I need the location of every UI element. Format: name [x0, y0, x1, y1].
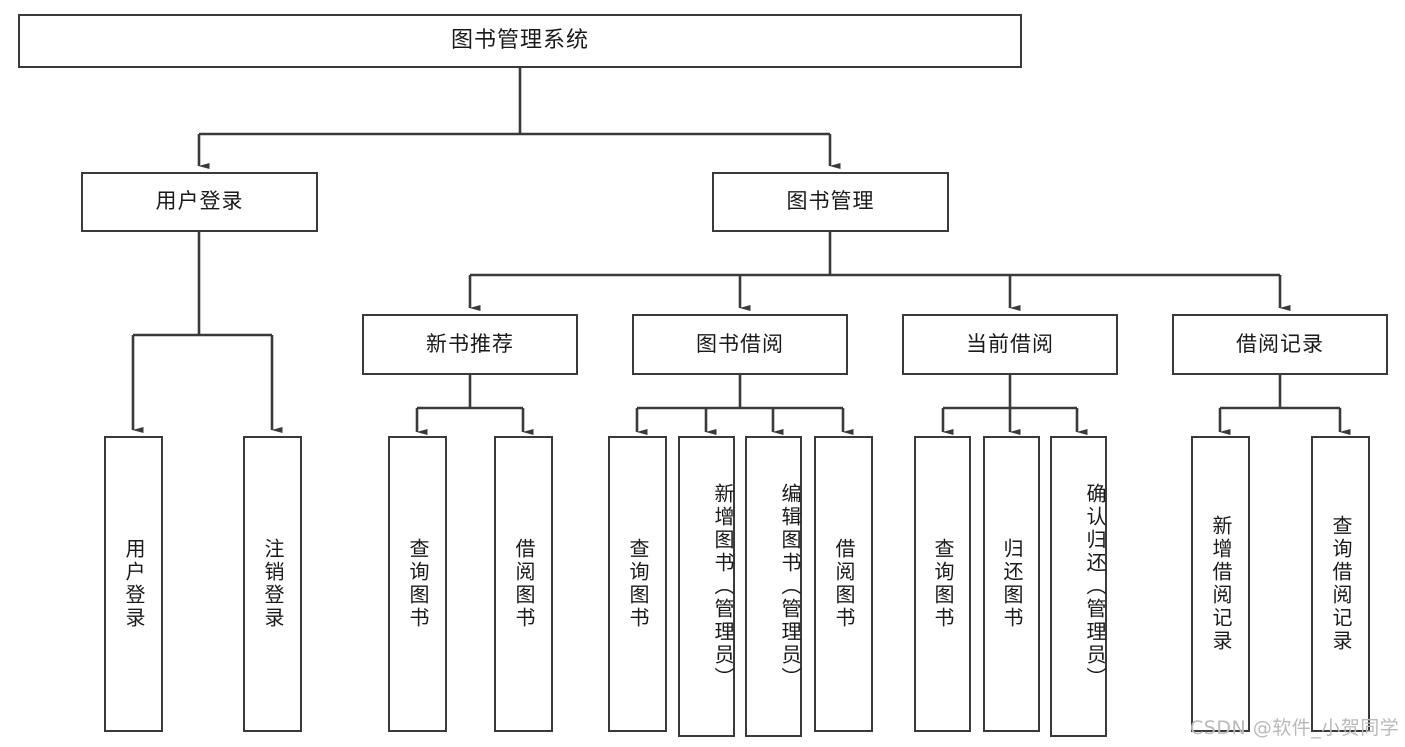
csdn-watermark: CSDN @软件_小贺同学: [1190, 717, 1400, 739]
leaf-query-book-recommend[interactable]: 查询图书: [388, 436, 447, 732]
node-root-system[interactable]: 图书管理系统: [18, 14, 1022, 68]
node-user-login[interactable]: 用户登录: [81, 172, 318, 232]
leaf-borrow-book-recommend[interactable]: 借阅图书: [494, 436, 553, 732]
leaf-return-book[interactable]: 归还图书: [983, 436, 1040, 732]
leaf-query-book-borrow[interactable]: 查询图书: [608, 436, 667, 732]
leaf-borrow-book[interactable]: 借阅图书: [814, 436, 873, 732]
leaf-logout[interactable]: 注销登录: [243, 436, 302, 732]
node-current-borrow[interactable]: 当前借阅: [902, 314, 1118, 375]
leaf-query-book-current[interactable]: 查询图书: [914, 436, 971, 732]
leaf-confirm-return-admin[interactable]: 确认归还（管理员）: [1050, 436, 1107, 737]
node-borrow-record[interactable]: 借阅记录: [1172, 314, 1388, 375]
leaf-add-borrow-record[interactable]: 新增借阅记录: [1191, 436, 1250, 732]
node-new-book-recommend[interactable]: 新书推荐: [362, 314, 578, 375]
leaf-query-borrow-record[interactable]: 查询借阅记录: [1311, 436, 1370, 732]
leaf-edit-book-admin[interactable]: 编辑图书（管理员）: [745, 436, 802, 737]
leaf-user-login[interactable]: 用户登录: [104, 436, 163, 732]
node-book-management[interactable]: 图书管理: [712, 172, 949, 232]
leaf-add-book-admin[interactable]: 新增图书（管理员）: [678, 436, 735, 737]
node-book-borrow[interactable]: 图书借阅: [632, 314, 848, 375]
